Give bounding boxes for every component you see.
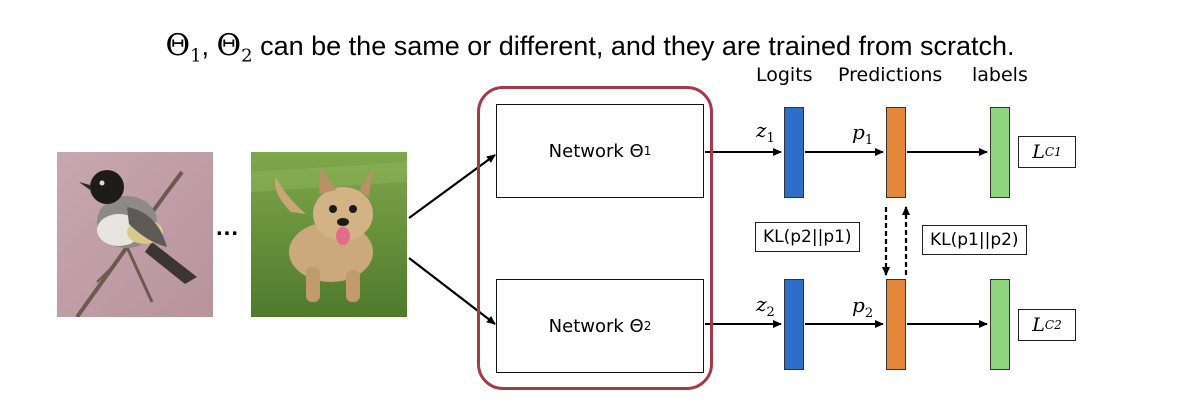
predictions-column-label: Predictions: [838, 64, 943, 86]
kl-p2-p1-box: KL(p2||p1): [755, 222, 860, 252]
ellipsis: ...: [216, 214, 240, 241]
prediction-1-bar: [886, 107, 906, 198]
title-comma: ,: [201, 31, 217, 61]
logit-1-label: z1: [756, 118, 775, 146]
network-1-sub: 1: [643, 144, 652, 158]
network-2-label: Network Θ: [548, 315, 644, 337]
labels-column-label: labels: [972, 64, 1028, 86]
title-text: can be the same or different, and they a…: [252, 31, 1015, 61]
prediction-1-label: p1: [852, 120, 874, 148]
title-theta-2: Θ: [216, 28, 242, 63]
network-1-label: Network Θ: [548, 140, 644, 162]
logit-2-label: z2: [756, 292, 775, 320]
prediction-2-bar: [886, 279, 906, 370]
label-1-bar: [990, 107, 1010, 198]
logits-column-label: Logits: [756, 64, 813, 86]
title-sub-1: 1: [190, 45, 202, 67]
bird-image: [57, 152, 213, 317]
label-2-bar: [990, 279, 1010, 370]
diagram-title: Θ1, Θ2 can be the same or different, and…: [0, 28, 1180, 66]
dog-image: [251, 152, 407, 317]
logit-1-bar: [784, 107, 804, 198]
shared-network-group-box: [477, 86, 713, 390]
logit-2-bar: [784, 279, 804, 370]
title-theta-1: Θ: [165, 28, 191, 63]
kl-p1-p2-box: KL(p1||p2): [922, 225, 1027, 255]
network-2-sub: 2: [643, 319, 652, 333]
prediction-2-label: p2: [852, 293, 874, 321]
title-sub-2: 2: [241, 45, 253, 67]
